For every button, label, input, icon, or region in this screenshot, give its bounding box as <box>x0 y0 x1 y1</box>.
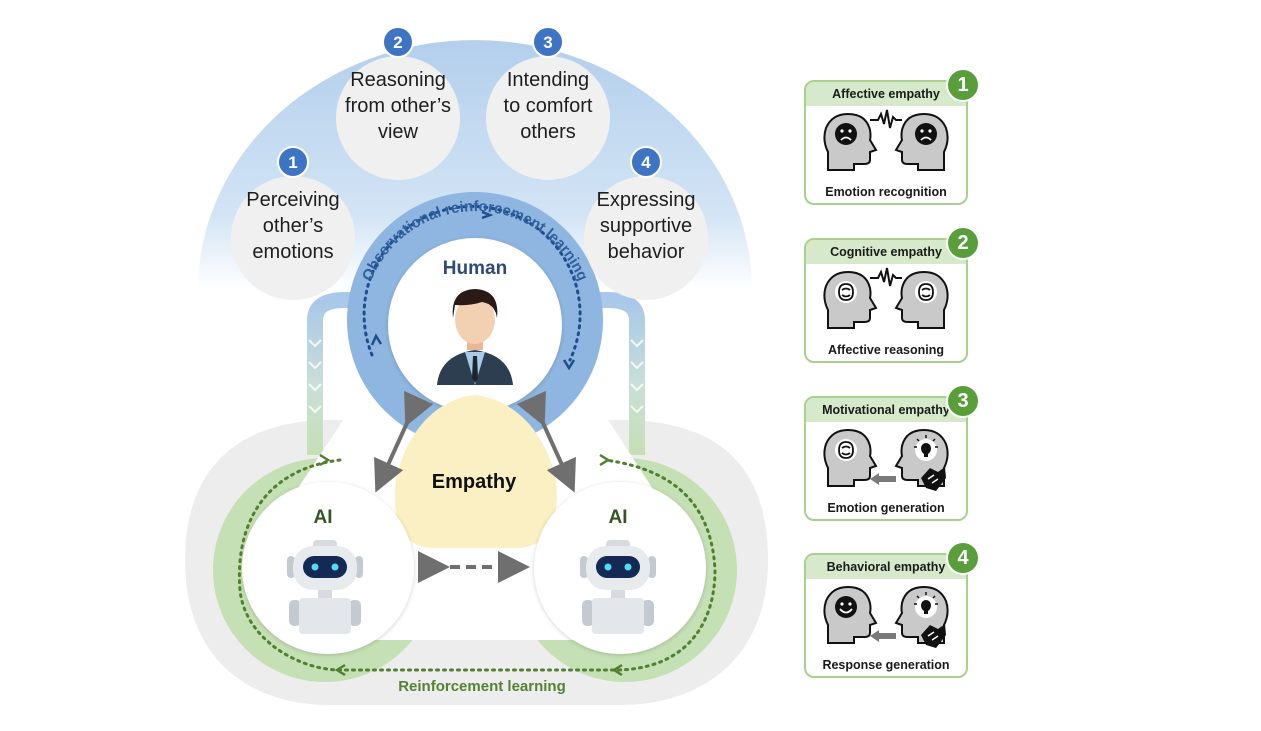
signal-wave-icon <box>870 109 902 129</box>
empathy-card-3: Motivational empathy Emotion generation … <box>804 384 980 521</box>
loop-arrow-icon <box>370 333 383 346</box>
step-text-line: to comfort <box>504 95 593 117</box>
brain-head-icon <box>894 270 949 329</box>
arrow-left-icon <box>870 473 896 485</box>
card-title: Cognitive empathy <box>806 240 966 264</box>
empathy-label: Empathy <box>432 471 517 493</box>
robot-icon <box>580 540 656 634</box>
card-number-badge: 4 <box>946 541 980 575</box>
step-text-line: Intending <box>507 69 589 91</box>
loop-arrow-icon <box>481 210 494 220</box>
step-number-badge <box>532 26 564 58</box>
sad-face-head-icon <box>894 112 949 171</box>
card-title: Behavioral empathy <box>806 555 966 579</box>
card-title: Affective empathy <box>806 82 966 106</box>
loop-arrow-icon <box>611 663 623 677</box>
card-caption: Response generation <box>822 658 950 672</box>
human-left-ai-arrow <box>374 390 434 493</box>
step-bubble-circle <box>584 176 708 300</box>
card-caption: Emotion recognition <box>825 185 947 199</box>
card-number-badge: 3 <box>946 384 980 418</box>
step-text-line: view <box>378 121 419 143</box>
step-text-line: behavior <box>608 241 685 263</box>
step-text-line: Expressing <box>597 189 696 211</box>
signal-wave-icon <box>870 267 902 287</box>
card-number-badge: 1 <box>946 68 980 102</box>
card-illustration <box>806 108 966 180</box>
card-number-badge: 2 <box>946 226 980 260</box>
step-bubble-circle <box>486 56 610 180</box>
right-connector <box>592 292 645 455</box>
empathy-blob <box>395 395 557 548</box>
handshake-icon <box>921 467 946 491</box>
loop-arrow-icon <box>319 453 331 467</box>
left-connector <box>307 292 360 455</box>
step-text-line: Perceiving <box>246 189 339 211</box>
empathy-card-2: Cognitive empathy Affective reasoning 2 <box>804 226 980 363</box>
human-right-ai-arrow <box>516 390 576 493</box>
left-ai-label: AI <box>314 507 333 528</box>
card-illustration <box>806 424 966 496</box>
card-illustration <box>806 581 966 653</box>
step-text-line: from other’s <box>345 95 451 117</box>
card-illustration <box>806 266 966 338</box>
brain-head-icon <box>823 428 878 487</box>
card-title: Motivational empathy <box>806 398 966 422</box>
step-number: 3 <box>543 33 552 52</box>
step-bubble-circle <box>231 176 355 300</box>
step-text-line: emotions <box>252 241 333 263</box>
human-avatar-icon <box>437 289 513 385</box>
right-ai-label: AI <box>609 507 628 528</box>
robot-icon <box>287 540 363 634</box>
step-text-line: other’s <box>263 215 323 237</box>
empathy-card-4: Behavioral empathy Response generation 4 <box>804 541 980 678</box>
step-number-badge <box>277 146 309 178</box>
step-text-line: supportive <box>600 215 692 237</box>
smile-face-head-icon <box>823 585 878 644</box>
step-number-badge <box>630 146 662 178</box>
step-bubble-circle <box>336 56 460 180</box>
step-number-badge <box>382 26 414 58</box>
card-caption: Affective reasoning <box>827 343 944 357</box>
ai-loop-path <box>237 458 717 672</box>
card-caption: Emotion generation <box>827 501 945 515</box>
handshake-icon <box>921 624 946 648</box>
sad-face-head-icon <box>823 112 878 171</box>
human-loop-path <box>362 204 582 362</box>
step-text-line: Reasoning <box>350 69 446 91</box>
brain-head-icon <box>823 270 878 329</box>
human-label: Human <box>443 258 507 279</box>
step-number: 1 <box>288 153 297 172</box>
step-number: 4 <box>641 153 651 172</box>
step-number: 2 <box>393 33 402 52</box>
arrow-left-icon <box>870 630 896 642</box>
empathy-card-1: Affective empathy Emotion recognition 1 <box>804 68 980 205</box>
loop-arrow-icon <box>334 663 346 677</box>
loop-arrow-icon <box>562 359 576 371</box>
ai-loop-label: Reinforcement learning <box>398 678 566 695</box>
loop-arrow-icon <box>599 453 611 467</box>
step-text-line: others <box>520 121 576 143</box>
